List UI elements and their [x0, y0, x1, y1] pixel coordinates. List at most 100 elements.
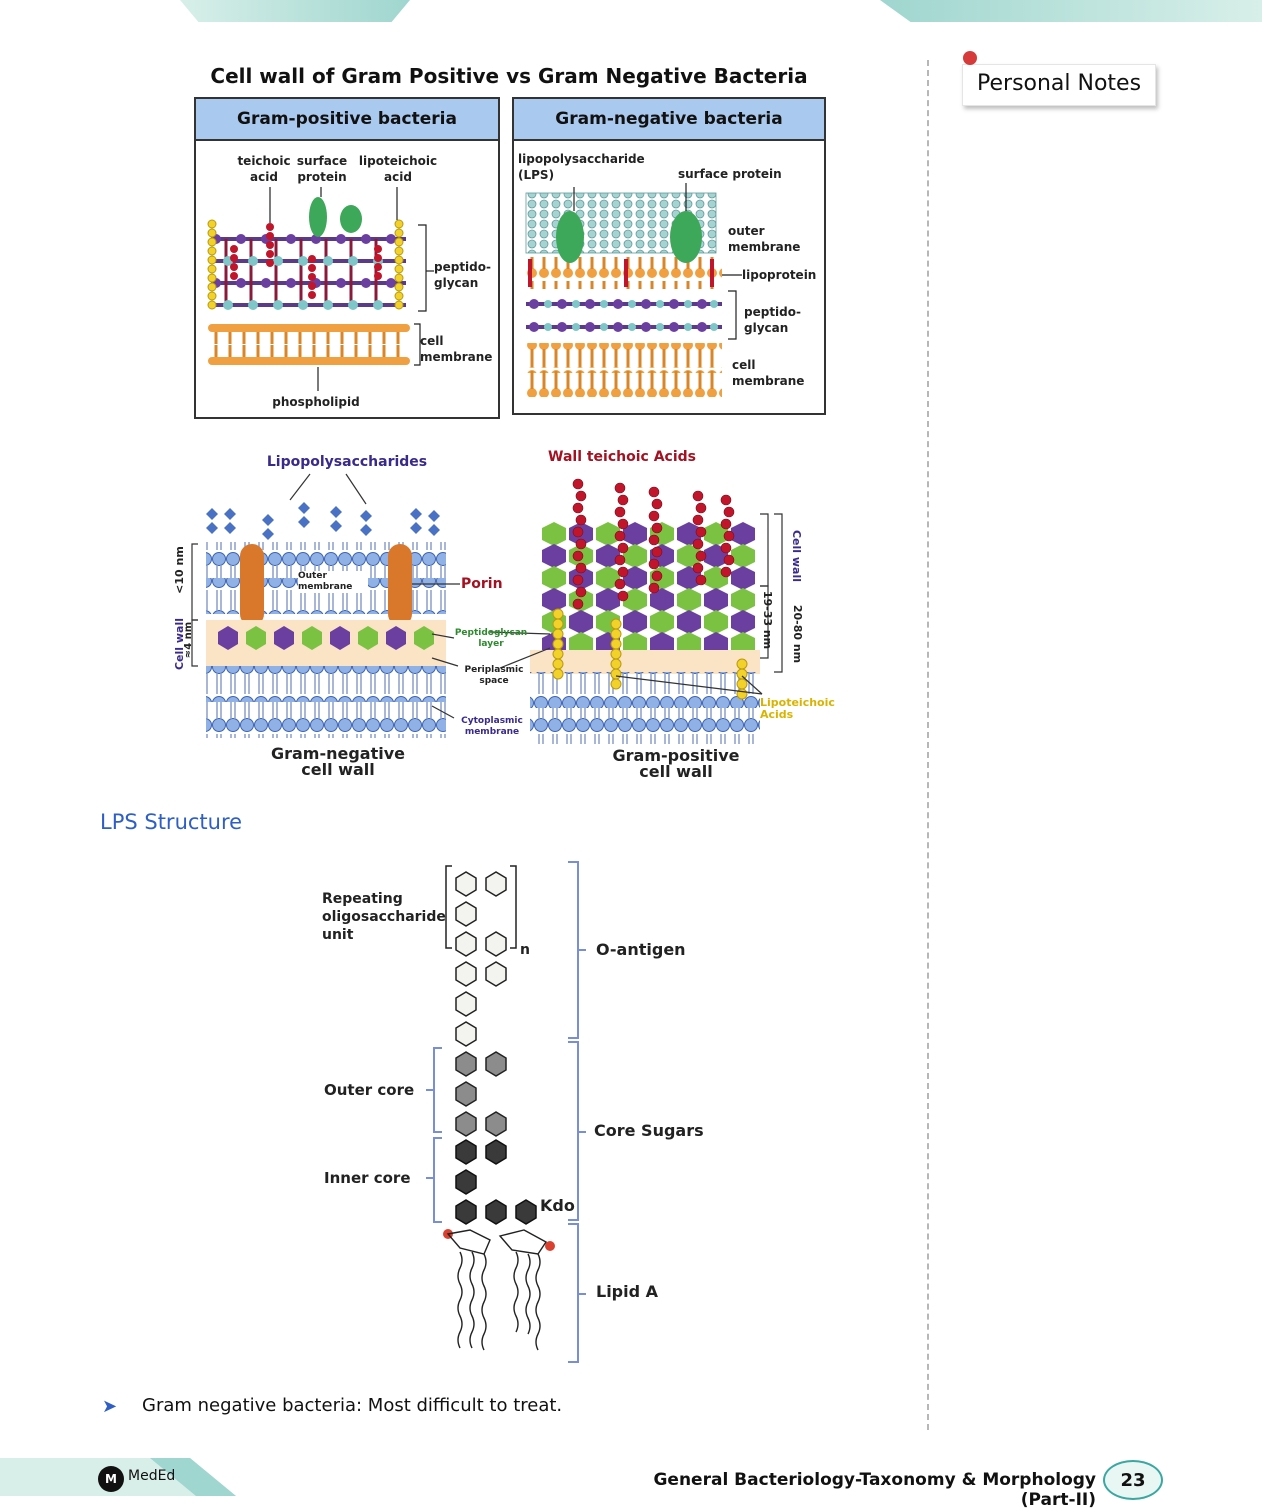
teichoic-acid-bead: [617, 542, 629, 554]
label-o-antigen: O-antigen: [596, 940, 686, 959]
peptidoglycan-hexagon: [677, 610, 701, 634]
teichoic-acid-bead: [614, 482, 626, 494]
peptidoglycan-hexagon: [731, 566, 755, 590]
peptidoglycan-hexagon: [704, 588, 728, 612]
label-lipopolysaccharides: Lipopolysaccharides: [266, 454, 428, 470]
teichoic-acid-bead: [651, 546, 663, 558]
label-outer-membrane: outer membrane: [728, 224, 801, 254]
label-peptidoglycan-layer: Peptidoglycan layer: [454, 628, 528, 649]
gn-surface-protein-shapes: [556, 211, 702, 263]
teichoic-acid-bead: [617, 566, 629, 578]
lps-brackets: [426, 861, 586, 1363]
peptidoglycan-hexagon: [623, 566, 647, 590]
meded-logo: M: [98, 1466, 124, 1492]
bullet-text: Gram negative bacteria: Most difficult t…: [142, 1395, 563, 1416]
label-19-33nm: 19-33 nm: [761, 590, 774, 650]
label-lipid-a: Lipid A: [596, 1282, 659, 1301]
label-lipoprotein: lipoprotein: [742, 268, 817, 282]
lipid-a-shape: [443, 1229, 555, 1351]
teichoic-acid-bead: [695, 574, 707, 586]
peptidoglycan-hexagon: [731, 544, 755, 568]
teichoic-acid-bead: [575, 586, 587, 598]
label-20-80nm: 20-80 nm: [791, 604, 804, 664]
teichoic-acid-bead: [695, 502, 707, 514]
lps-chains-detailed: [206, 502, 440, 540]
label-inner-core: Inner core: [324, 1169, 411, 1187]
label-periplasmic-space: Periplasmic space: [464, 665, 524, 686]
peptidoglycan-hexagon: [623, 544, 647, 568]
teichoic-acid-bead: [648, 510, 660, 522]
teichoic-acid-bead: [617, 518, 629, 530]
lps-structure-diagram: [426, 861, 586, 1363]
teichoic-acid-bead: [575, 562, 587, 574]
peptidoglycan-hexagon: [623, 522, 647, 546]
teichoic-acid-bead: [720, 542, 732, 554]
peptidoglycan-hexagon: [650, 610, 674, 634]
notes-divider: [927, 60, 929, 1430]
peptidoglycan-lattice: [211, 234, 406, 310]
label-approx4nm: ≈4 nm: [183, 621, 194, 659]
gram-negative-panel: Gram-negative bacteria: [512, 97, 826, 415]
peptidoglycan-hexagon: [623, 588, 647, 612]
teichoic-acid-bead: [572, 550, 584, 562]
teichoic-acid-bead: [614, 554, 626, 566]
teichoic-acid-bead: [720, 566, 732, 578]
label-porin: Porin: [461, 576, 503, 592]
teichoic-acid-bead: [572, 574, 584, 586]
footer-logo-text: MedEd: [128, 1468, 176, 1484]
peptidoglycan-hexagon: [596, 588, 620, 612]
label-phospholipid: phospholipid: [272, 395, 360, 409]
gn-leader-lines: [573, 183, 742, 340]
teichoic-acid-bead: [695, 526, 707, 538]
label-repeating-unit: Repeating oligosaccharide unit: [322, 891, 446, 943]
label-lps: lipopolysaccharide (LPS): [518, 152, 645, 182]
top-decor-right: [880, 0, 1262, 22]
peptidoglycan-hexagon: [596, 544, 620, 568]
peptidoglycan-hexagon: [704, 610, 728, 634]
teichoic-acid-bead: [723, 506, 735, 518]
label-peptidoglycan: peptido- glycan: [434, 260, 491, 290]
lipoteichoic-acid-chains: [207, 219, 404, 310]
label-wall-teichoic-acids: Wall teichoic Acids: [548, 449, 696, 465]
peptidoglycan-hexagon: [542, 522, 566, 546]
gram-positive-diagram: [207, 187, 434, 391]
peptidoglycan-hexagon: [650, 588, 674, 612]
teichoic-acid-bead: [651, 498, 663, 510]
page-number: 23: [1103, 1460, 1163, 1500]
lps-structure-heading: LPS Structure: [100, 810, 243, 834]
gn-periplasm: [206, 620, 446, 666]
phospholipid-bilayer: [208, 324, 410, 365]
pin-icon: [963, 51, 977, 65]
gn-peptidoglycan-hexagons: [218, 626, 434, 650]
teichoic-acid-bead: [617, 590, 629, 602]
teichoic-acid-bead: [651, 522, 663, 534]
label-teichoic-acid: teichoic acid: [237, 154, 291, 184]
peptidoglycan-hexagon: [542, 544, 566, 568]
lipoteichoic-acids-detailed: [552, 608, 748, 700]
peptidoglycan-hexagon: [542, 566, 566, 590]
peptidoglycan-hexagon: [596, 522, 620, 546]
gp-cytoplasmic-membrane: [530, 672, 760, 744]
caption-gram-positive: Gram-positive cell wall: [612, 746, 740, 781]
teichoic-acid-bead: [692, 538, 704, 550]
bullet-arrow-icon: ➤: [102, 1396, 118, 1417]
label-outer-membrane-detail: Outer membrane: [298, 571, 368, 593]
gp-periplasm: [530, 650, 760, 674]
footer-title: General Bacteriology-Taxonomy & Morpholo…: [653, 1470, 1096, 1510]
label-surface-protein-gn: surface protein: [678, 167, 782, 181]
peptidoglycan-hexagon: [569, 610, 593, 634]
teichoic-acid-bead: [692, 514, 704, 526]
teichoic-acid-bead: [648, 582, 660, 594]
teichoic-acid-bead: [695, 550, 707, 562]
repeat-bracket: [445, 865, 517, 949]
gram-positive-panel: Gram-positive bacteria: [194, 97, 500, 419]
teichoic-acid-bead: [617, 494, 629, 506]
personal-notes-title: Personal Notes: [977, 71, 1142, 96]
teichoic-acid-bead: [723, 554, 735, 566]
teichoic-acid-bead: [572, 598, 584, 610]
peptidoglycan-hexagon: [677, 544, 701, 568]
label-cell-wall-right: Cell wall: [790, 529, 803, 583]
label-peptidoglycan-gn: peptido- glycan: [744, 305, 801, 335]
label-surface-protein: surface protein: [296, 154, 348, 184]
label-cell-membrane: cell membrane: [420, 334, 493, 364]
